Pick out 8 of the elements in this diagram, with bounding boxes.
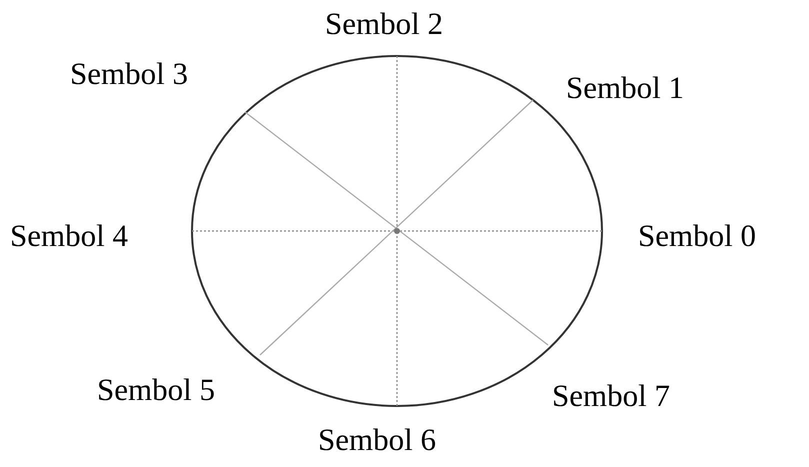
symbol-label: Sembol 5: [97, 374, 215, 405]
symbol-label: Sembol 4: [10, 220, 128, 251]
symbol-label: Sembol 7: [552, 380, 670, 411]
symbol-label: Sembol 3: [70, 58, 188, 89]
symbol-label: Sembol 6: [318, 424, 436, 455]
symbol-label: Sembol 2: [325, 8, 443, 39]
symbol-label: Sembol 1: [566, 72, 684, 103]
symbol-label: Sembol 0: [638, 220, 756, 251]
